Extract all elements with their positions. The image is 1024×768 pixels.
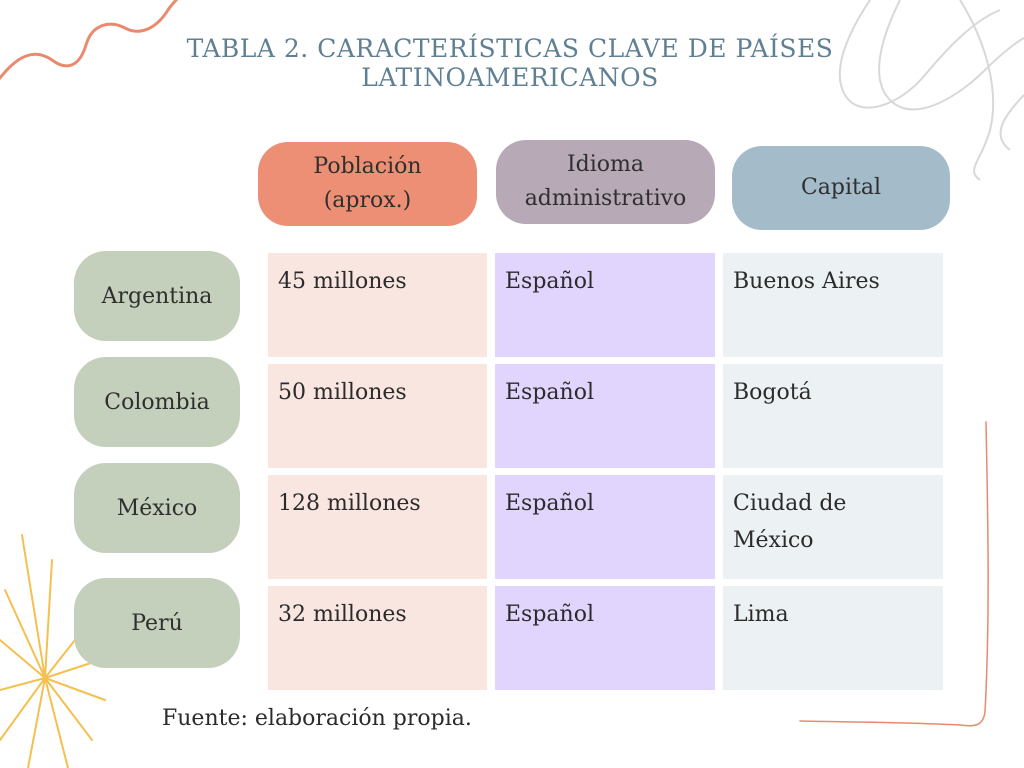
cell-language-mexico: Español bbox=[495, 475, 715, 579]
page-title: TABLA 2. CARACTERÍSTICAS CLAVE DE PAÍSES… bbox=[120, 34, 900, 92]
cell-population-text: 32 millones bbox=[278, 602, 407, 627]
cell-population-text: 128 millones bbox=[278, 491, 421, 516]
cell-language-argentina: Español bbox=[495, 253, 715, 357]
column-header-capital: Capital bbox=[732, 146, 950, 230]
cell-capital-text: Bogotá bbox=[733, 380, 812, 405]
column-header-population: Población (aprox.) bbox=[258, 142, 477, 226]
cell-population-mexico: 128 millones bbox=[268, 475, 487, 579]
cell-capital-text: Lima bbox=[733, 602, 789, 627]
cell-population-argentina: 45 millones bbox=[268, 253, 487, 357]
row-label-mexico: México bbox=[74, 463, 240, 553]
title-line-1: TABLA 2. CARACTERÍSTICAS CLAVE DE PAÍSES bbox=[186, 34, 834, 63]
cell-language-peru: Español bbox=[495, 586, 715, 690]
cell-capital-colombia: Bogotá bbox=[723, 364, 943, 468]
row-label-peru: Perú bbox=[74, 578, 240, 668]
column-header-population-label: Población (aprox.) bbox=[313, 154, 422, 213]
row-label-colombia: Colombia bbox=[74, 357, 240, 447]
cell-population-text: 45 millones bbox=[278, 269, 407, 294]
cell-capital-mexico: Ciudad de México bbox=[723, 475, 943, 579]
cell-language-text: Español bbox=[505, 380, 594, 405]
cell-capital-peru: Lima bbox=[723, 586, 943, 690]
cell-population-colombia: 50 millones bbox=[268, 364, 487, 468]
cell-language-text: Español bbox=[505, 491, 594, 516]
column-header-language-label: Idioma administrativo bbox=[524, 152, 687, 211]
cell-capital-text: Buenos Aires bbox=[733, 269, 880, 294]
cell-population-text: 50 millones bbox=[278, 380, 407, 405]
cell-capital-argentina: Buenos Aires bbox=[723, 253, 943, 357]
title-line-2: LATINOAMERICANOS bbox=[361, 63, 659, 92]
source-note: Fuente: elaboración propia. bbox=[162, 706, 472, 731]
cell-language-colombia: Español bbox=[495, 364, 715, 468]
cell-language-text: Español bbox=[505, 602, 594, 627]
column-header-capital-label: Capital bbox=[800, 175, 882, 200]
cell-language-text: Español bbox=[505, 269, 594, 294]
row-label-argentina: Argentina bbox=[74, 251, 240, 341]
column-header-language: Idioma administrativo bbox=[496, 140, 715, 224]
cell-capital-text: Ciudad de México bbox=[733, 491, 847, 553]
cell-population-peru: 32 millones bbox=[268, 586, 487, 690]
